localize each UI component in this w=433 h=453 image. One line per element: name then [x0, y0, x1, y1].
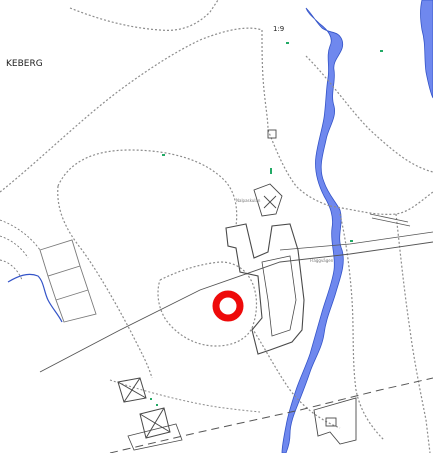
compound-outline — [225, 223, 305, 355]
southeast-box — [325, 417, 337, 427]
road-east-south — [339, 213, 385, 441]
green-mark — [380, 50, 383, 52]
southeast-structures — [313, 397, 357, 445]
location-ring-icon[interactable] — [212, 290, 244, 322]
road-big-loop — [57, 149, 238, 227]
power-line — [39, 241, 433, 373]
vegetation-marks — [150, 42, 383, 406]
central-compound — [225, 129, 305, 355]
green-mark — [162, 154, 165, 156]
plot-lines — [39, 239, 97, 323]
road-south-west-low — [109, 379, 261, 413]
road-west-south — [57, 185, 153, 379]
southwest-buildings — [117, 377, 183, 451]
building-a — [117, 377, 147, 403]
road-north-center — [261, 29, 269, 131]
boundary-dashed — [109, 377, 433, 453]
road-northwest-diagonal — [0, 27, 263, 193]
road-southeast — [251, 327, 341, 429]
north-structure — [253, 183, 283, 217]
green-mark — [350, 240, 353, 242]
road-north-west — [69, 0, 219, 31]
building-b — [139, 407, 171, 439]
green-mark — [286, 42, 289, 44]
water-features — [7, 0, 433, 453]
fence-east — [369, 213, 411, 227]
southeast-block — [313, 397, 357, 445]
plot-dotted — [0, 219, 41, 281]
place-label: KEBERG — [6, 59, 43, 69]
building-c — [127, 423, 183, 451]
road-far-east — [395, 213, 431, 453]
north-bridge — [267, 129, 277, 139]
power-line-east — [279, 231, 433, 251]
stream-left — [7, 273, 63, 323]
grid-label: 1:9 — [273, 25, 284, 33]
small-label-b: Flaggvägen — [310, 258, 334, 263]
residential-west — [0, 219, 97, 323]
green-mark — [156, 404, 158, 406]
small-label-a: Nalpaskulan — [236, 198, 261, 203]
road-east-loop — [329, 191, 433, 215]
river — [281, 7, 344, 453]
green-mark — [150, 398, 152, 400]
lake-strip — [420, 0, 433, 99]
road-northeast — [305, 55, 433, 173]
compound-inner — [261, 255, 297, 337]
green-mark — [270, 168, 272, 174]
lines — [39, 213, 433, 453]
